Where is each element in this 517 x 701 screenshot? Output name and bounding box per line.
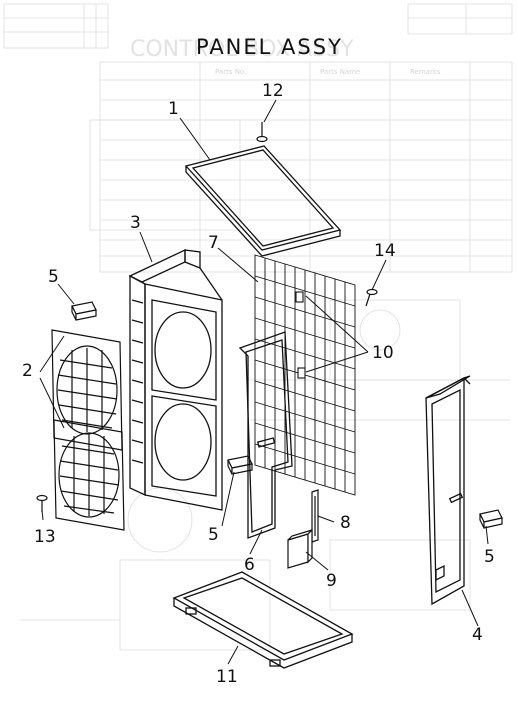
callout-5-middle: 5 xyxy=(208,525,219,545)
page-title: PANEL ASSY xyxy=(196,35,343,59)
callout-14: 14 xyxy=(374,241,396,261)
bleed-through-text: CONTROL BOX ASSY Parts No. Parts Name Re… xyxy=(130,37,441,76)
callout-8: 8 xyxy=(340,513,351,533)
part-bottom-panel xyxy=(172,571,354,669)
part-fan-grille-upper xyxy=(51,329,123,451)
callout-6: 6 xyxy=(244,555,255,575)
leader-lines xyxy=(39,99,489,665)
bleed-col-partsname: Parts Name xyxy=(320,68,360,76)
callout-5-left: 5 xyxy=(48,267,59,287)
part-wire-guard xyxy=(254,254,356,496)
part-clip-10-upper xyxy=(295,291,304,303)
callout-3: 3 xyxy=(130,213,141,233)
callout-labels: 1 12 3 5 2 13 7 14 10 5 6 8 9 5 4 11 xyxy=(22,81,495,687)
callout-11: 11 xyxy=(216,667,238,687)
bleed-heading: CONTROL BOX ASSY xyxy=(130,37,354,62)
part-top-panel xyxy=(184,145,342,257)
part-box-9 xyxy=(287,528,313,569)
part-fan-grille-lower xyxy=(53,419,125,531)
callout-7: 7 xyxy=(208,233,219,253)
part-cap-5-middle xyxy=(227,455,253,475)
callout-12: 12 xyxy=(262,81,284,101)
callout-10: 10 xyxy=(372,343,394,363)
part-screw-13 xyxy=(36,494,48,512)
part-front-frame xyxy=(128,248,223,511)
part-screw-12 xyxy=(256,122,268,143)
callout-9: 9 xyxy=(326,571,337,591)
callout-4: 4 xyxy=(472,625,483,645)
callout-13: 13 xyxy=(34,527,56,547)
part-cap-5-left xyxy=(71,301,97,321)
callout-1: 1 xyxy=(168,99,179,119)
part-service-panel xyxy=(238,331,293,539)
bleed-through-layer xyxy=(3,3,513,651)
part-clip-10-lower xyxy=(297,367,306,379)
part-cap-5-right xyxy=(479,509,503,529)
part-side-panel xyxy=(425,375,471,606)
callout-2: 2 xyxy=(22,361,33,381)
part-screw-14 xyxy=(365,288,378,307)
bleed-col-partsno: Parts No. xyxy=(215,68,246,76)
callout-5-right: 5 xyxy=(484,547,495,567)
bleed-col-remarks: Remarks xyxy=(410,68,441,76)
